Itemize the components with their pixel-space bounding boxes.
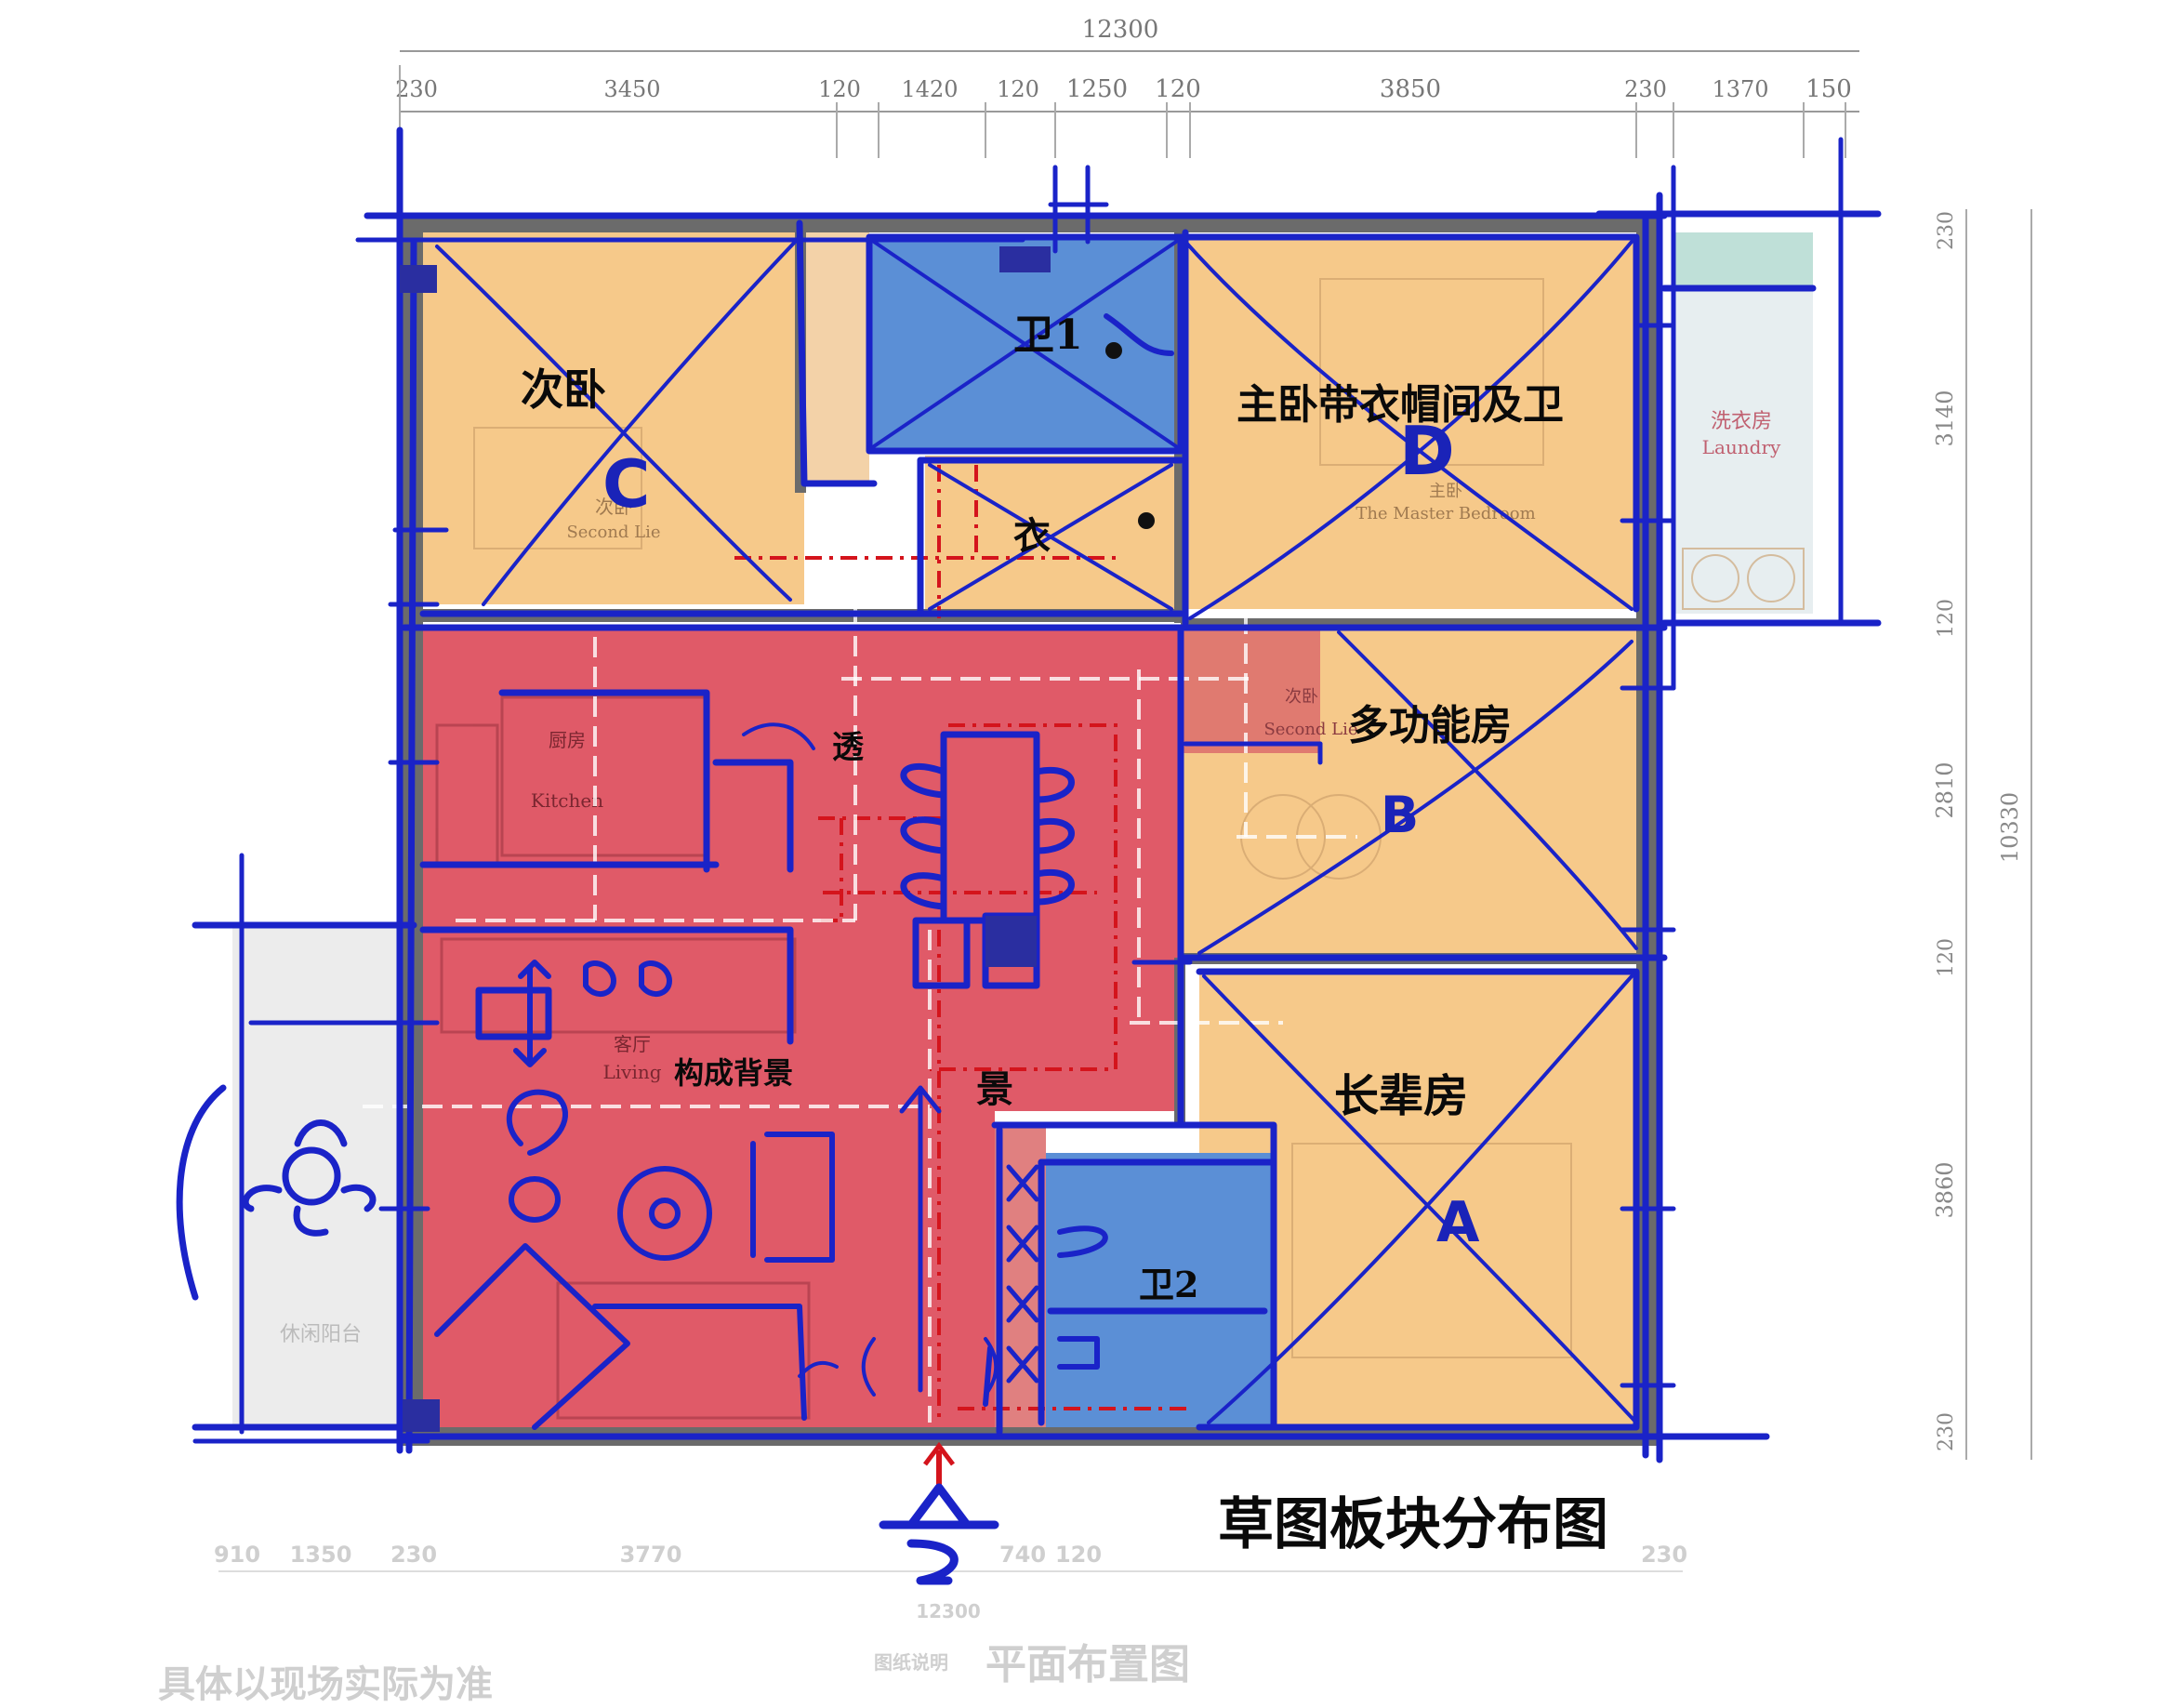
top-dimension-group: 12300 230 3450 120 1420 120 1250 120 385…	[395, 16, 1859, 158]
ink-x-marks	[1006, 1164, 1039, 1384]
living-cn-label: 客厅	[614, 1033, 651, 1055]
annotation-letter-b: B	[1381, 786, 1419, 844]
master-bedroom-cn-label: 主卧	[1429, 482, 1462, 501]
second-bedroom-cn-label: 次卧	[595, 496, 632, 518]
bottom-dim-2: 1350	[290, 1542, 352, 1568]
right-dim-3: 120	[1935, 599, 1958, 638]
annotation-feature-wall: 构成背景	[674, 1055, 793, 1091]
white-guides	[363, 576, 1357, 1423]
bottom-total-dimension: 12300	[916, 1600, 981, 1622]
right-dim-2: 3140	[1932, 390, 1958, 446]
room-balcony	[232, 925, 414, 1427]
right-dim-7: 230	[1935, 1412, 1958, 1451]
laundry-en-label: Laundry	[1702, 436, 1781, 458]
master-bedroom-en-label: The Master Bedroom	[1356, 504, 1535, 523]
annotation-letter-d: D	[1399, 412, 1455, 490]
footer: 具体以现场实际为准 图纸说明 平面布置图	[158, 1641, 1190, 1706]
bottom-dim-5: 740	[999, 1542, 1046, 1568]
balcony-cn-label: 休闲阳台	[280, 1323, 362, 1346]
living-en-label: Living	[602, 1061, 661, 1083]
footer-note: 具体以现场实际为准	[158, 1663, 493, 1706]
hatched-columns	[400, 246, 1051, 1432]
room-fills	[232, 232, 1813, 1427]
annotation-letter-a: A	[1436, 1190, 1480, 1255]
top-dim-11: 150	[1805, 75, 1852, 103]
top-dim-2: 3450	[603, 76, 660, 102]
sketch-title: 草图板块分布图	[1218, 1492, 1608, 1557]
annotation-closet: 衣	[1013, 514, 1051, 558]
bedroom-b-en-label: Second Lie	[1263, 720, 1357, 739]
footer-plan-title: 平面布置图	[985, 1641, 1190, 1688]
room-master-bedroom-d	[1181, 237, 1636, 609]
top-dim-9: 230	[1624, 76, 1667, 102]
annotation-multi-room: 多功能房	[1348, 702, 1512, 749]
room-corridor-strip	[804, 232, 869, 483]
top-dim-6: 1250	[1066, 75, 1128, 103]
ink-diagonals	[435, 235, 1638, 1424]
top-dim-1: 230	[395, 76, 438, 102]
room-public-area	[423, 628, 1181, 1427]
kitchen-en-label: Kitchen	[531, 789, 603, 812]
ink-bath2-fixtures	[1057, 313, 1174, 1370]
room-bathroom-2	[1041, 1153, 1274, 1427]
ink-dot-closet	[1138, 512, 1155, 529]
ink-dot-bath1	[1105, 342, 1122, 359]
right-dim-4: 2810	[1932, 761, 1958, 818]
bottom-dim-1: 910	[214, 1542, 260, 1568]
ink-overshoot-lines	[192, 137, 1844, 1444]
entry-arrow	[742, 722, 999, 1585]
bottom-dim-7: 230	[1641, 1542, 1687, 1568]
laundry-cn-label: 洗衣房	[1711, 410, 1772, 433]
annotation-master-suite: 主卧带衣帽间及卫	[1237, 381, 1564, 429]
top-dim-5: 120	[997, 76, 1039, 102]
bath2-entry	[995, 1125, 1046, 1427]
annotation-view-2: 景	[976, 1067, 1013, 1111]
annotation-second-bedroom: 次卧	[521, 364, 606, 415]
bedroom-b-cn-label: 次卧	[1285, 687, 1318, 707]
annotation-bathroom-1: 卫1	[1013, 311, 1083, 359]
laundry-top-strip	[1673, 232, 1813, 288]
footer-small-label: 图纸说明	[874, 1651, 948, 1674]
room-labels: 次卧 Second Lie 主卧 The Master Bedroom 洗衣房 …	[280, 410, 1781, 1346]
ink-balcony-chair	[176, 1084, 377, 1301]
handwritten-annotations: 次卧 C 主卧带衣帽间及卫 D 卫1 衣 多功能房 B 长辈房 A 卫2 构成背…	[521, 311, 1608, 1557]
right-dimension-group: 230 3140 120 2810 120 3860 230 10330	[1932, 209, 2032, 1460]
top-dim-7: 120	[1155, 75, 1201, 103]
room-b-entry	[1181, 628, 1320, 753]
annotation-letter-c: C	[602, 446, 650, 523]
bottom-dim-4: 3770	[620, 1542, 682, 1568]
second-bedroom-en-label: Second Lie	[566, 523, 660, 542]
kitchen-cn-label: 厨房	[549, 729, 586, 751]
annotation-view-1: 透	[832, 729, 865, 766]
top-total-dimension: 12300	[1082, 16, 1159, 44]
top-dim-4: 1420	[901, 76, 958, 102]
annotation-elder-room: 长辈房	[1334, 1070, 1468, 1122]
right-dim-5: 120	[1935, 938, 1958, 977]
annotation-bathroom-2: 卫2	[1139, 1264, 1198, 1305]
top-dim-8: 3850	[1380, 75, 1441, 103]
top-dim-10: 1370	[1712, 76, 1768, 102]
right-total-dimension: 10330	[1997, 792, 2023, 863]
room-laundry	[1673, 232, 1813, 614]
bottom-dim-3: 230	[390, 1542, 437, 1568]
bottom-dim-6: 120	[1055, 1542, 1102, 1568]
ink-dining-chairs	[900, 763, 1075, 910]
top-dim-3: 120	[818, 76, 861, 102]
right-dim-1: 230	[1935, 211, 1958, 250]
right-dim-6: 3860	[1932, 1161, 1958, 1218]
